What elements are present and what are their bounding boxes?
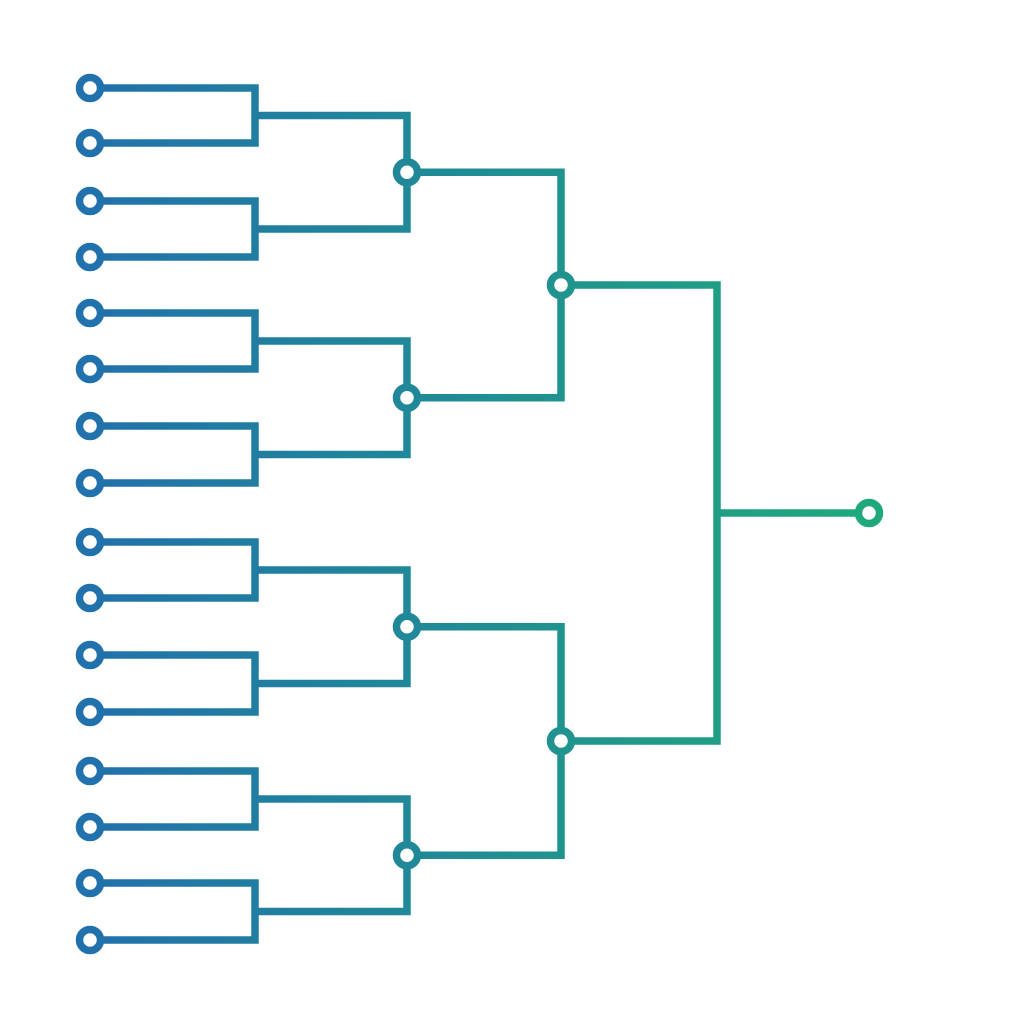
semifinal-node-2 <box>546 726 576 756</box>
entrant-node-10 <box>75 583 105 613</box>
semifinal-node-1 <box>546 270 576 300</box>
entrant-node-9 <box>75 527 105 557</box>
entrant-node-11 <box>75 640 105 670</box>
entrant-node-5 <box>75 298 105 328</box>
entrant-node-12 <box>75 697 105 727</box>
entrant-node-1 <box>75 73 105 103</box>
entrant-node-8 <box>75 468 105 498</box>
entrant-node-14 <box>75 812 105 842</box>
entrant-node-15 <box>75 868 105 898</box>
entrant-node-13 <box>75 756 105 786</box>
entrant-node-4 <box>75 242 105 272</box>
quarterfinal-node-2 <box>392 383 422 412</box>
entrant-node-3 <box>75 186 105 216</box>
quarterfinal-node-1 <box>392 158 422 187</box>
entrant-node-6 <box>75 354 105 384</box>
quarterfinal-node-4 <box>392 841 422 870</box>
winner-node <box>854 498 884 528</box>
entrant-node-16 <box>75 925 105 955</box>
quarterfinal-node-3 <box>392 612 422 641</box>
entrant-node-2 <box>75 128 105 158</box>
entrant-node-7 <box>75 411 105 441</box>
